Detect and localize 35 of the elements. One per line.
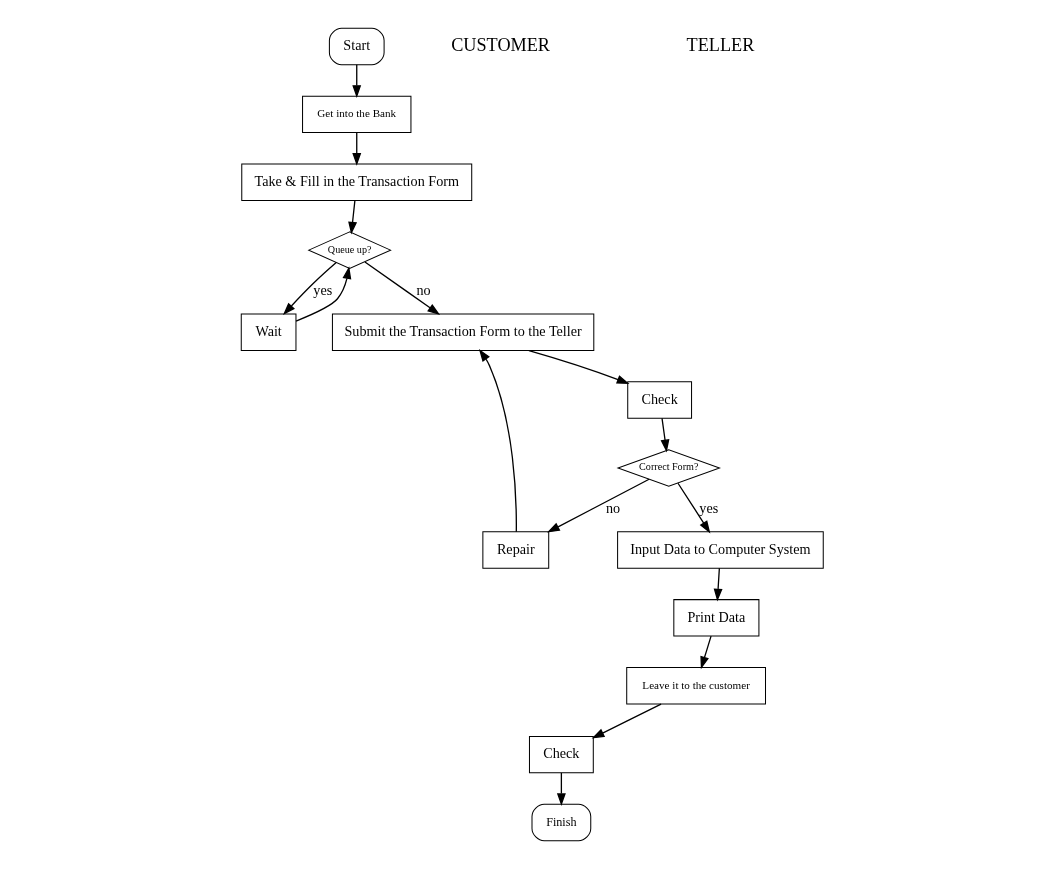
- node-box: Check: [626, 381, 692, 419]
- arrow: [363, 261, 440, 315]
- node-box: Repair: [481, 531, 549, 569]
- node-box: Input Data to Computer System: [616, 531, 824, 569]
- edge-label: yes: [312, 281, 332, 298]
- arrow: [282, 261, 337, 316]
- node-diamond: Queue up?: [307, 231, 392, 269]
- node-box: Take & Fill in the Transaction Form: [240, 163, 472, 201]
- node-diamond: Correct Form?: [616, 449, 721, 487]
- edge-label: yes: [698, 499, 718, 516]
- arrow: [478, 348, 517, 533]
- arrow: [713, 567, 723, 602]
- label: CUSTOMER: [450, 34, 550, 55]
- label: TELLER: [686, 34, 754, 55]
- arrow: [294, 266, 351, 322]
- node-box: Print Data: [672, 599, 759, 637]
- arrow: [591, 703, 662, 739]
- edge-label: no: [416, 281, 431, 298]
- arrow: [351, 64, 361, 98]
- edge-label: no: [605, 499, 620, 516]
- node-box: Get into the Bank: [301, 95, 411, 134]
- arrow: [676, 482, 710, 534]
- node-box: Finish: [531, 803, 591, 842]
- node-box: Submit the Transaction Form to the Teller: [331, 313, 594, 351]
- arrow: [556, 772, 566, 807]
- arrow: [546, 478, 650, 533]
- node-box: Check: [528, 735, 594, 774]
- node-box: Leave it to the customer: [625, 667, 766, 705]
- node-box: Wait: [240, 313, 296, 351]
- arrow: [347, 199, 357, 235]
- arrow: [351, 132, 361, 166]
- arrow: [527, 349, 630, 384]
- arrow: [660, 417, 669, 453]
- node-box: Start: [328, 27, 385, 66]
- arrow: [699, 635, 712, 670]
